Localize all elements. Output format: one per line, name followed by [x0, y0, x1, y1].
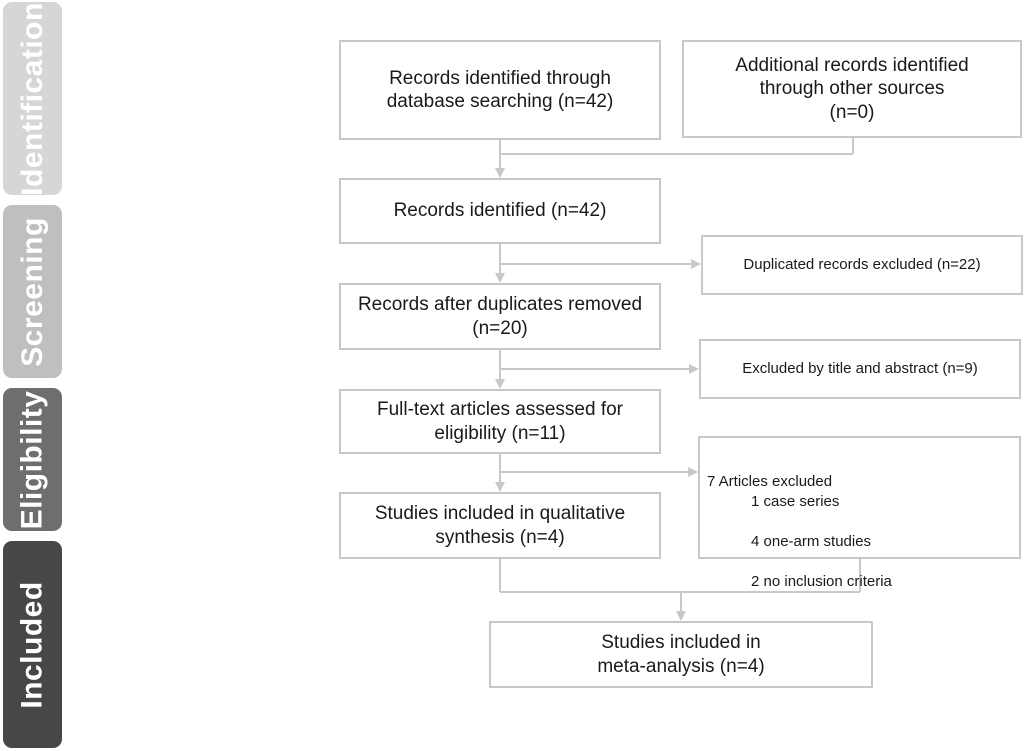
- stage-identification: Identification: [3, 2, 62, 195]
- stage-screening: Screening: [3, 205, 62, 378]
- excluded-reason: 4 one-arm studies: [751, 532, 872, 550]
- box-qualitative-synthesis: Studies included in qualitative synthesi…: [339, 492, 661, 559]
- excluded-list: 7 Articles excluded 1 case series 4 one-…: [707, 452, 892, 612]
- excluded-reason: 1 case series: [751, 492, 840, 510]
- stage-eligibility: Eligibility: [3, 388, 62, 531]
- excluded-reason: 2 no inclusion criteria: [751, 572, 892, 590]
- box-other-sources: Additional records identified through ot…: [682, 40, 1022, 138]
- excluded-title: 7 Articles excluded: [707, 472, 833, 490]
- box-database-search: Records identified through database sear…: [339, 40, 661, 140]
- box-title-abstract-excluded: Excluded by title and abstract (n=9): [699, 339, 1021, 399]
- box-articles-excluded: 7 Articles excluded 1 case series 4 one-…: [698, 436, 1021, 590]
- box-after-duplicates: Records after duplicates removed (n=20): [339, 283, 661, 350]
- box-duplicates-excluded: Duplicated records excluded (n=22): [701, 235, 1023, 295]
- stage-included: Included: [3, 541, 62, 748]
- box-fulltext-assessed: Full-text articles assessed for eligibil…: [339, 389, 661, 454]
- box-records-identified: Records identified (n=42): [339, 178, 661, 244]
- box-meta-analysis: Studies included in meta-analysis (n=4): [489, 621, 873, 688]
